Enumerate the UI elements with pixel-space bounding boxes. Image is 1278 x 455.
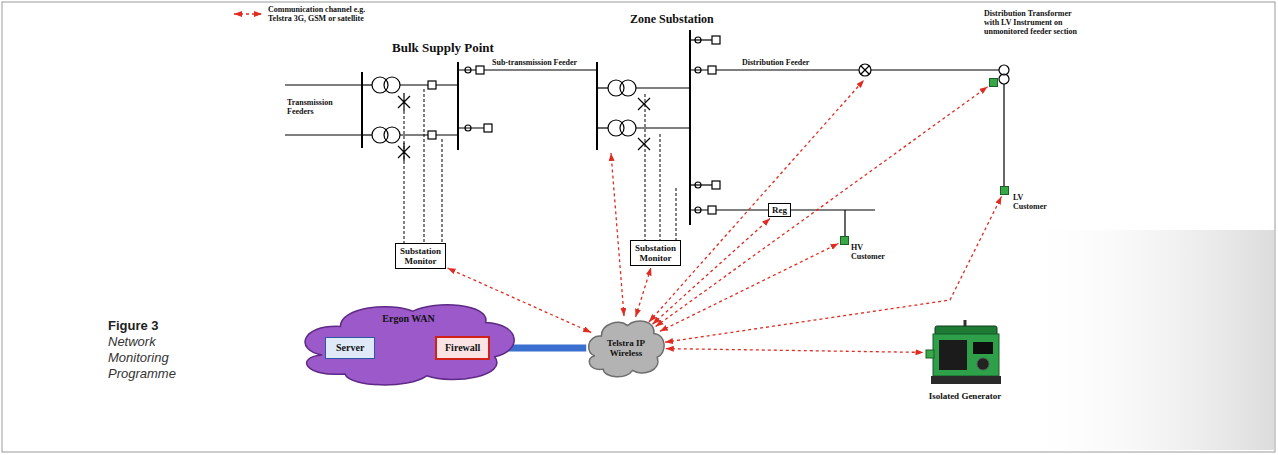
tap-changer-symbol	[638, 98, 650, 110]
site-title: Bulk Supply Point	[392, 40, 494, 55]
feeder-label: Transmission Feeders	[287, 98, 333, 116]
recloser-cross	[861, 66, 869, 74]
breaker-symbol	[484, 124, 492, 132]
feeder-label: Distribution Feeder	[742, 58, 809, 67]
tap-changer-symbol	[398, 93, 410, 111]
customer-label: LV Customer	[1013, 193, 1047, 211]
site-title: Zone Substation	[630, 12, 714, 26]
wire	[636, 87, 690, 88]
ct-symbol	[465, 67, 471, 73]
monitor-text: Substation Monitor	[635, 243, 676, 263]
transformer-label: Distribution Transformer with LV Instrum…	[984, 9, 1079, 36]
comm-channel	[649, 80, 864, 322]
generator-picture	[925, 318, 1005, 388]
zone-substation	[597, 30, 1009, 240]
extra-channels	[611, 80, 864, 322]
recloser-symbol	[859, 64, 871, 76]
comm-channel	[611, 153, 624, 316]
ct-symbol	[695, 67, 701, 73]
transmission-line	[285, 134, 362, 135]
server-box: Server	[325, 337, 375, 359]
distribution-line	[690, 69, 999, 70]
comm-channel	[656, 87, 988, 327]
monitor-box: Substation Monitor	[395, 243, 446, 269]
ct-symbol	[695, 37, 701, 43]
instrument-square: HV Customer	[840, 236, 849, 245]
breaker-symbol	[476, 66, 484, 74]
breaker-symbol	[708, 66, 716, 74]
breaker-symbol	[708, 206, 716, 214]
customer-label: HV Customer	[851, 243, 885, 261]
customer-tap	[844, 210, 845, 236]
wireless-cloud: Telstra IP Wireless	[585, 315, 667, 381]
monitor-box: Substation Monitor	[630, 240, 681, 266]
ct-symbol	[695, 207, 701, 213]
breaker-symbol	[428, 81, 436, 89]
ct-symbol	[695, 182, 701, 188]
transformer-winding	[384, 127, 400, 143]
wire	[362, 84, 372, 85]
wire	[597, 87, 608, 88]
comm-channel	[660, 244, 839, 332]
instrument-square: LV Customer	[1000, 186, 1009, 195]
monitor-leads	[645, 94, 676, 240]
wire	[636, 127, 690, 128]
cloud-title: Ergon WAN	[295, 313, 522, 325]
server-text: Server	[336, 341, 364, 355]
busbar	[689, 30, 691, 225]
comm-channel	[666, 349, 924, 353]
transformer-winding	[620, 80, 636, 96]
generator-label: Isolated Generator	[920, 391, 1010, 401]
feeder-label: Sub-transmission Feeder	[492, 58, 577, 67]
tap-changer-symbol	[638, 138, 650, 150]
figure-caption: Figure 3 Network Monitoring Programme	[108, 318, 204, 382]
monitor-lead	[645, 94, 646, 240]
transformer-winding	[384, 77, 400, 93]
breaker-symbol	[712, 36, 720, 44]
monitor-leads	[404, 89, 442, 243]
cloud-title: Telstra IP Wireless	[585, 338, 667, 358]
wan-cloud: Ergon WAN Server Firewall	[295, 296, 522, 391]
busbar	[457, 62, 459, 150]
wire	[362, 134, 372, 135]
bulk-supply-point	[285, 62, 597, 243]
generator-node: Isolated Generator	[925, 318, 1005, 388]
monitor-lead	[424, 89, 425, 243]
breaker-symbol	[428, 131, 436, 139]
monitor-lead	[404, 111, 405, 243]
legend-text: Communication channel e.g. Telstra 3G, G…	[268, 5, 368, 23]
legend-arrow	[234, 13, 262, 14]
regulator-text: Reg	[772, 205, 787, 215]
monitor-text: Substation Monitor	[400, 246, 441, 266]
ct-symbol	[465, 125, 471, 131]
firewall-box: Firewall	[435, 336, 490, 360]
scan-shade	[1010, 230, 1274, 450]
firewall-text: Firewall	[445, 341, 480, 355]
lv-line	[1003, 84, 1004, 186]
busbar	[596, 62, 598, 150]
comm-channel	[665, 197, 1001, 343]
comm-channel	[636, 268, 651, 317]
breaker-symbol	[712, 181, 720, 189]
busbar	[361, 72, 363, 148]
transformer-winding	[620, 120, 636, 136]
comm-channel	[653, 219, 771, 325]
monitor-lead	[660, 134, 661, 240]
transformer-winding	[999, 74, 1009, 84]
monitor-lead	[442, 139, 443, 243]
instrument-square: Distribution Transformer with LV Instrum…	[989, 78, 998, 87]
transmission-line	[285, 84, 362, 85]
wire	[597, 127, 608, 128]
regulator-box: Reg	[768, 203, 791, 217]
monitor-lead	[676, 188, 677, 240]
